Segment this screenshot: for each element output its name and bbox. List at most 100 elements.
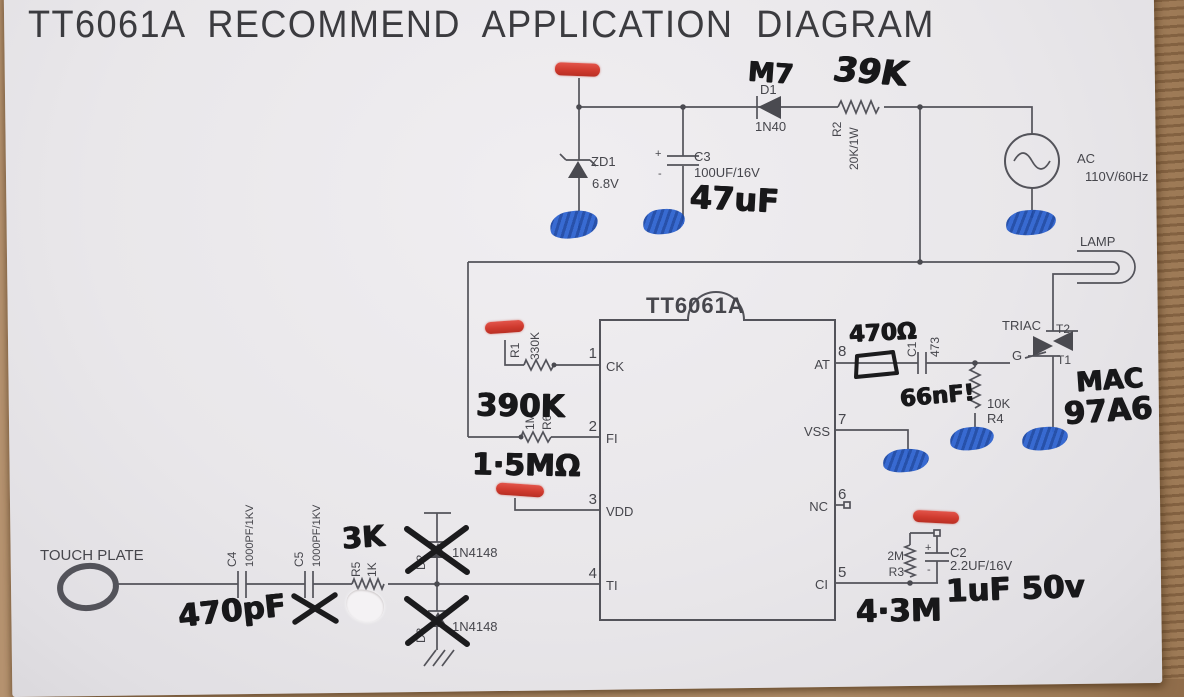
r3-value-label: 2M	[887, 549, 904, 563]
junction-dot	[551, 362, 557, 368]
resistor-r5-symbol	[351, 576, 385, 592]
pin-8-name: AT	[814, 357, 830, 372]
c5-ref-label: C5	[292, 551, 306, 567]
r6-value-label: 1M	[523, 413, 537, 430]
c2-ref-label: C2	[950, 545, 967, 560]
c2-minus-label: -	[927, 564, 931, 576]
resistor-r1-symbol	[523, 357, 555, 372]
triac-symbol-lines	[1024, 330, 1078, 432]
r5-ref-label: R5	[349, 561, 363, 577]
triac-t2-label: T2	[1056, 322, 1070, 336]
triac-triangle-right	[1053, 331, 1073, 351]
d3-value-label: 1N4148	[452, 619, 498, 634]
schematic-drawing: ZD1 6.8V + - C3 100UF/16V D1 1N40 R2 20K…	[40, 78, 1148, 667]
triac-t1-label: T1	[1057, 353, 1071, 367]
capacitor-c1-symbol	[917, 352, 927, 374]
junction-dot	[576, 104, 582, 110]
triac-label: TRIAC	[1002, 318, 1041, 333]
c2-plus-label: +	[925, 542, 931, 554]
junction-dot	[518, 434, 524, 440]
d1-ref-label: D1	[760, 82, 777, 97]
cross-out-d2	[404, 525, 470, 575]
resistor-r6-symbol	[520, 429, 552, 444]
junction-dot	[680, 104, 686, 110]
d2-value-label: 1N4148	[452, 545, 498, 560]
r4-value-label: 10K	[987, 396, 1010, 411]
c4-ref-label: C4	[225, 551, 239, 567]
triac-g-label: G	[1012, 348, 1022, 363]
pin-8-number: 8	[838, 343, 846, 360]
pin-1-number: 1	[589, 345, 597, 362]
ac-sine-icon	[1013, 152, 1051, 170]
page-title: TT6061A RECOMMEND APPLICATION DIAGRAM	[28, 4, 935, 46]
pin-7-name: VSS	[804, 424, 830, 439]
pin-7-number: 7	[838, 411, 846, 428]
hw-triac-part-2: 97A6	[1062, 389, 1154, 433]
hw-r5-value: 3K	[340, 518, 386, 556]
wire-r1-left	[504, 340, 524, 366]
hw-r3-value: 4·3M	[855, 592, 943, 630]
zener-zd1-bar	[559, 153, 597, 167]
lamp-symbol-outer	[1077, 250, 1136, 284]
solid-symbols	[429, 96, 1073, 627]
r4-ref-label: R4	[987, 411, 1004, 426]
diode-d1-triangle	[758, 96, 781, 119]
c5-value-label: 1000PF/1KV	[311, 504, 323, 567]
c1-ref-label: C1	[905, 341, 919, 357]
r2-ref-label: R2	[830, 121, 844, 137]
resistor-r3-symbol	[902, 544, 918, 578]
hw-r6-value: 1·5MΩ	[471, 447, 581, 484]
pin-2-number: 2	[589, 418, 597, 435]
junction-dot	[907, 580, 913, 586]
capacitor-c2-symbol	[925, 552, 949, 562]
capacitor-c5-symbol	[304, 571, 314, 598]
printed-labels: ZD1 6.8V + - C3 100UF/16V D1 1N40 R2 20K…	[40, 82, 1148, 643]
cross-out-c5	[291, 592, 339, 625]
zd1-ref-label: ZD1	[591, 154, 616, 169]
pin-6-name: NC	[809, 499, 828, 514]
hw-d1-part: M7	[746, 56, 795, 91]
zener-zd1-triangle	[568, 161, 588, 178]
cross-out-d3	[404, 595, 470, 647]
nc-terminal-square	[843, 501, 851, 509]
r6-ref-label: R6	[540, 414, 554, 430]
capacitor-c4-symbol	[237, 571, 247, 598]
touch-plate-symbol	[57, 562, 119, 612]
pin-5-name: CI	[815, 577, 828, 592]
junction-dot	[972, 360, 978, 366]
c3-ref-label: C3	[694, 149, 711, 164]
junction-dot	[434, 581, 440, 587]
junction-dot	[917, 259, 923, 265]
pin-1-name: CK	[606, 359, 624, 374]
r1-ref-label: R1	[508, 342, 522, 358]
c1-value-label: 473	[928, 337, 942, 357]
pin-3-name: VDD	[606, 504, 633, 519]
photo-of-schematic: TT6061A RECOMMEND APPLICATION DIAGRAM	[3, 0, 1184, 697]
pin-3-number: 3	[589, 491, 597, 508]
touch-plate-label: TOUCH PLATE	[40, 547, 144, 564]
c3-minus-label: -	[658, 168, 662, 180]
lamp-label: LAMP	[1080, 234, 1115, 249]
zd1-value-label: 6.8V	[592, 176, 619, 191]
ac-label: AC	[1077, 151, 1095, 166]
wire-pin3	[514, 498, 600, 511]
resistor-r2-symbol	[837, 98, 880, 116]
pin-4-number: 4	[589, 565, 597, 582]
c4-value-label: 1000PF/1KV	[244, 504, 256, 567]
hw-c1-ohm: 470Ω	[848, 318, 918, 348]
hw-c3-value: 47uF	[689, 177, 781, 221]
junction-dot	[917, 104, 923, 110]
ac-value-label: 110V/60Hz	[1085, 169, 1148, 184]
r1-value-label: 330K	[528, 332, 542, 360]
ac-source-icon	[1004, 133, 1060, 189]
ground-symbol	[423, 649, 455, 667]
wire-top-rail-right	[884, 106, 1033, 134]
resistor-r4-symbol	[968, 366, 982, 409]
triac-triangle-left	[1033, 336, 1053, 356]
pin-4-name: TI	[606, 578, 618, 593]
c3-plus-label: +	[655, 148, 661, 160]
d1-value-label: 1N40	[755, 119, 786, 134]
lamp-symbol-inner	[1052, 261, 1120, 331]
ic-name-label: TT6061A	[646, 293, 745, 318]
r5-value-label: 1K	[365, 562, 379, 577]
